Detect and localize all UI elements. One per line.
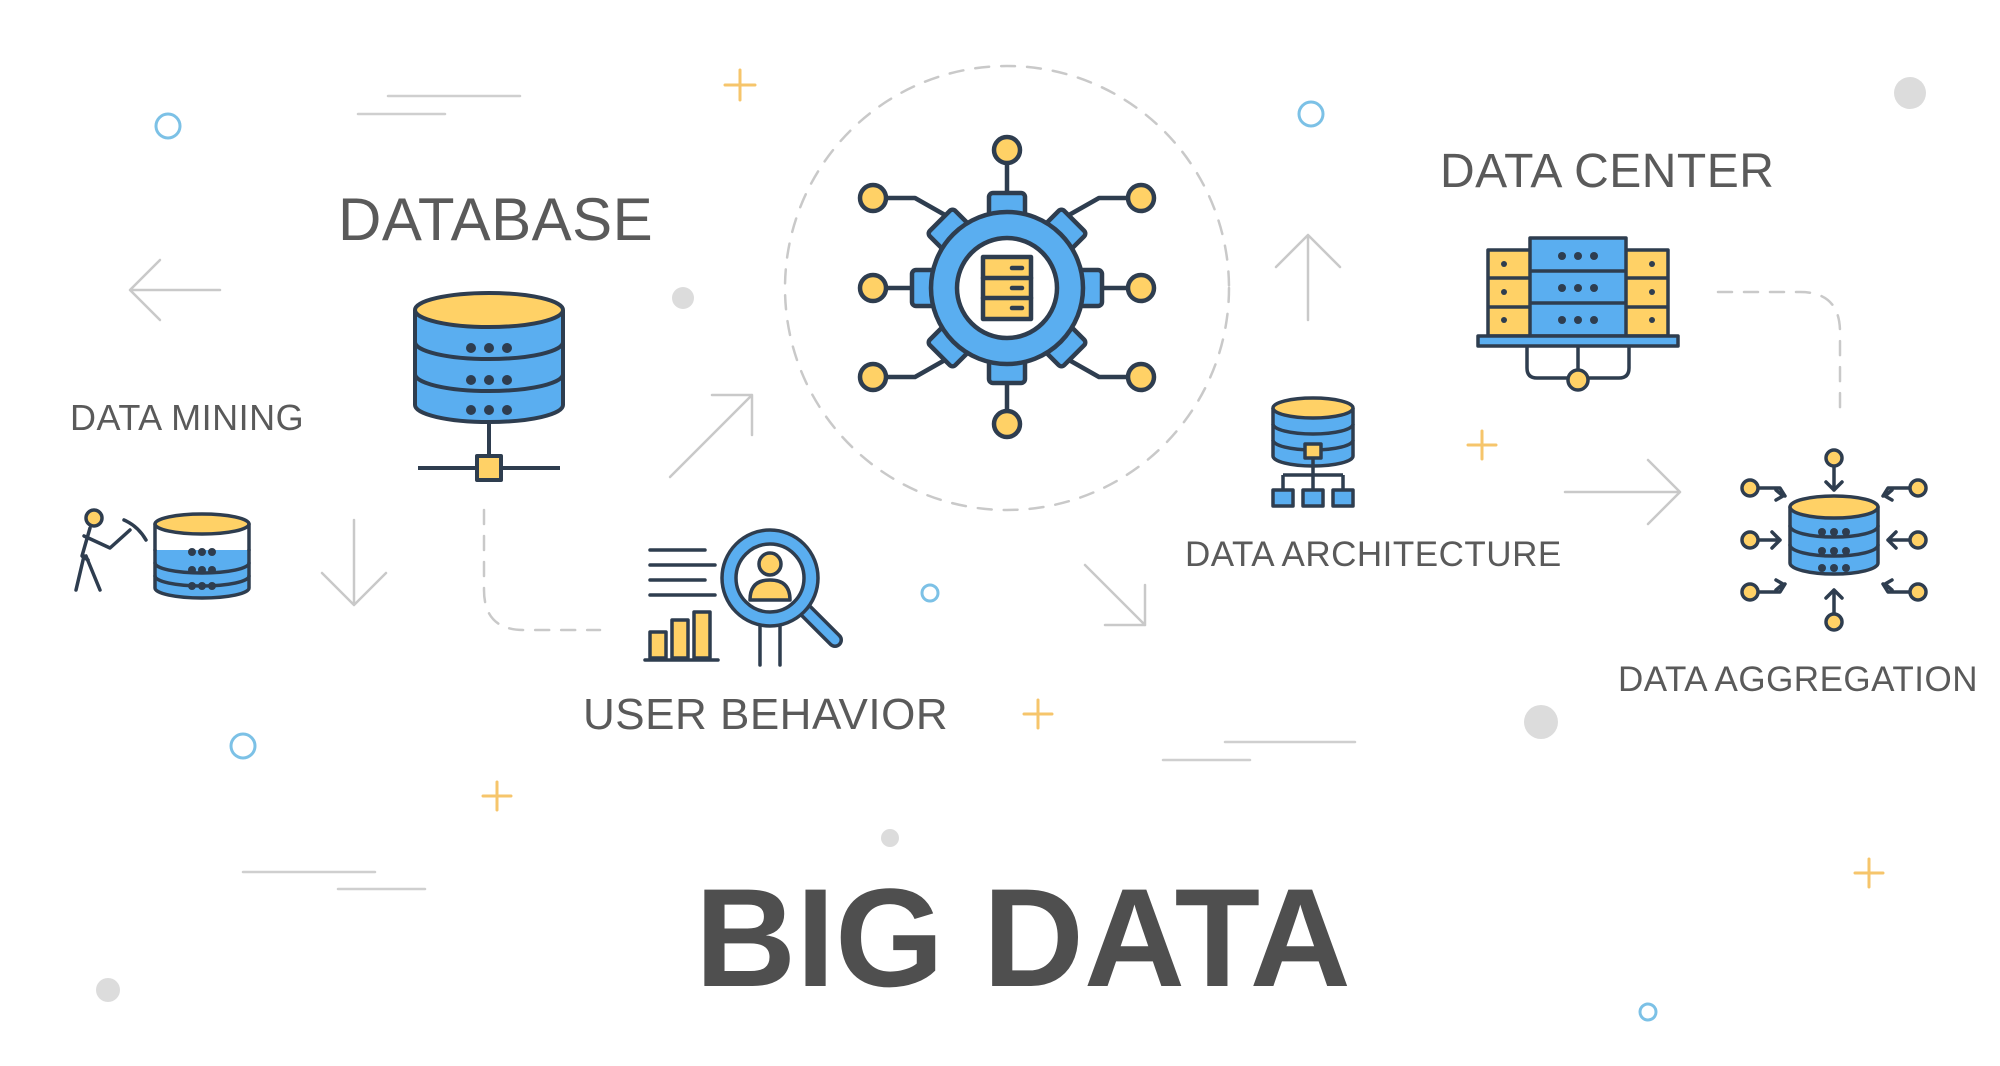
dashed-db-to-user bbox=[482, 508, 602, 632]
arrow-left bbox=[128, 258, 222, 322]
label-data-center: DATA CENTER bbox=[1440, 145, 1775, 198]
data-architecture-icon bbox=[1271, 396, 1355, 508]
database-icon bbox=[413, 291, 565, 482]
arrow-up bbox=[1274, 233, 1342, 322]
label-data-architecture: DATA ARCHITECTURE bbox=[1185, 535, 1562, 574]
arrow-right bbox=[1563, 458, 1682, 526]
label-data-aggregation: DATA AGGREGATION bbox=[1618, 660, 1978, 699]
user-behavior-icon bbox=[643, 528, 843, 667]
dashed-center-to-aggregation bbox=[1716, 290, 1842, 412]
data-mining-icon bbox=[74, 508, 251, 600]
page-title: BIG DATA bbox=[695, 859, 1351, 1016]
decorations bbox=[96, 68, 1926, 1022]
center-dashed-circle bbox=[783, 64, 1231, 512]
data-aggregation-icon bbox=[1740, 448, 1928, 632]
label-user-behavior: USER BEHAVIOR bbox=[583, 690, 949, 739]
arrow-down-right bbox=[1083, 563, 1147, 627]
connectors bbox=[128, 64, 1842, 632]
arrow-down bbox=[320, 518, 388, 607]
big-data-gear-icon bbox=[857, 134, 1157, 440]
arrow-up-right bbox=[668, 393, 754, 479]
data-center-icon bbox=[1476, 236, 1680, 392]
label-data-mining: DATA MINING bbox=[70, 397, 305, 438]
label-database: DATABASE bbox=[338, 186, 654, 253]
